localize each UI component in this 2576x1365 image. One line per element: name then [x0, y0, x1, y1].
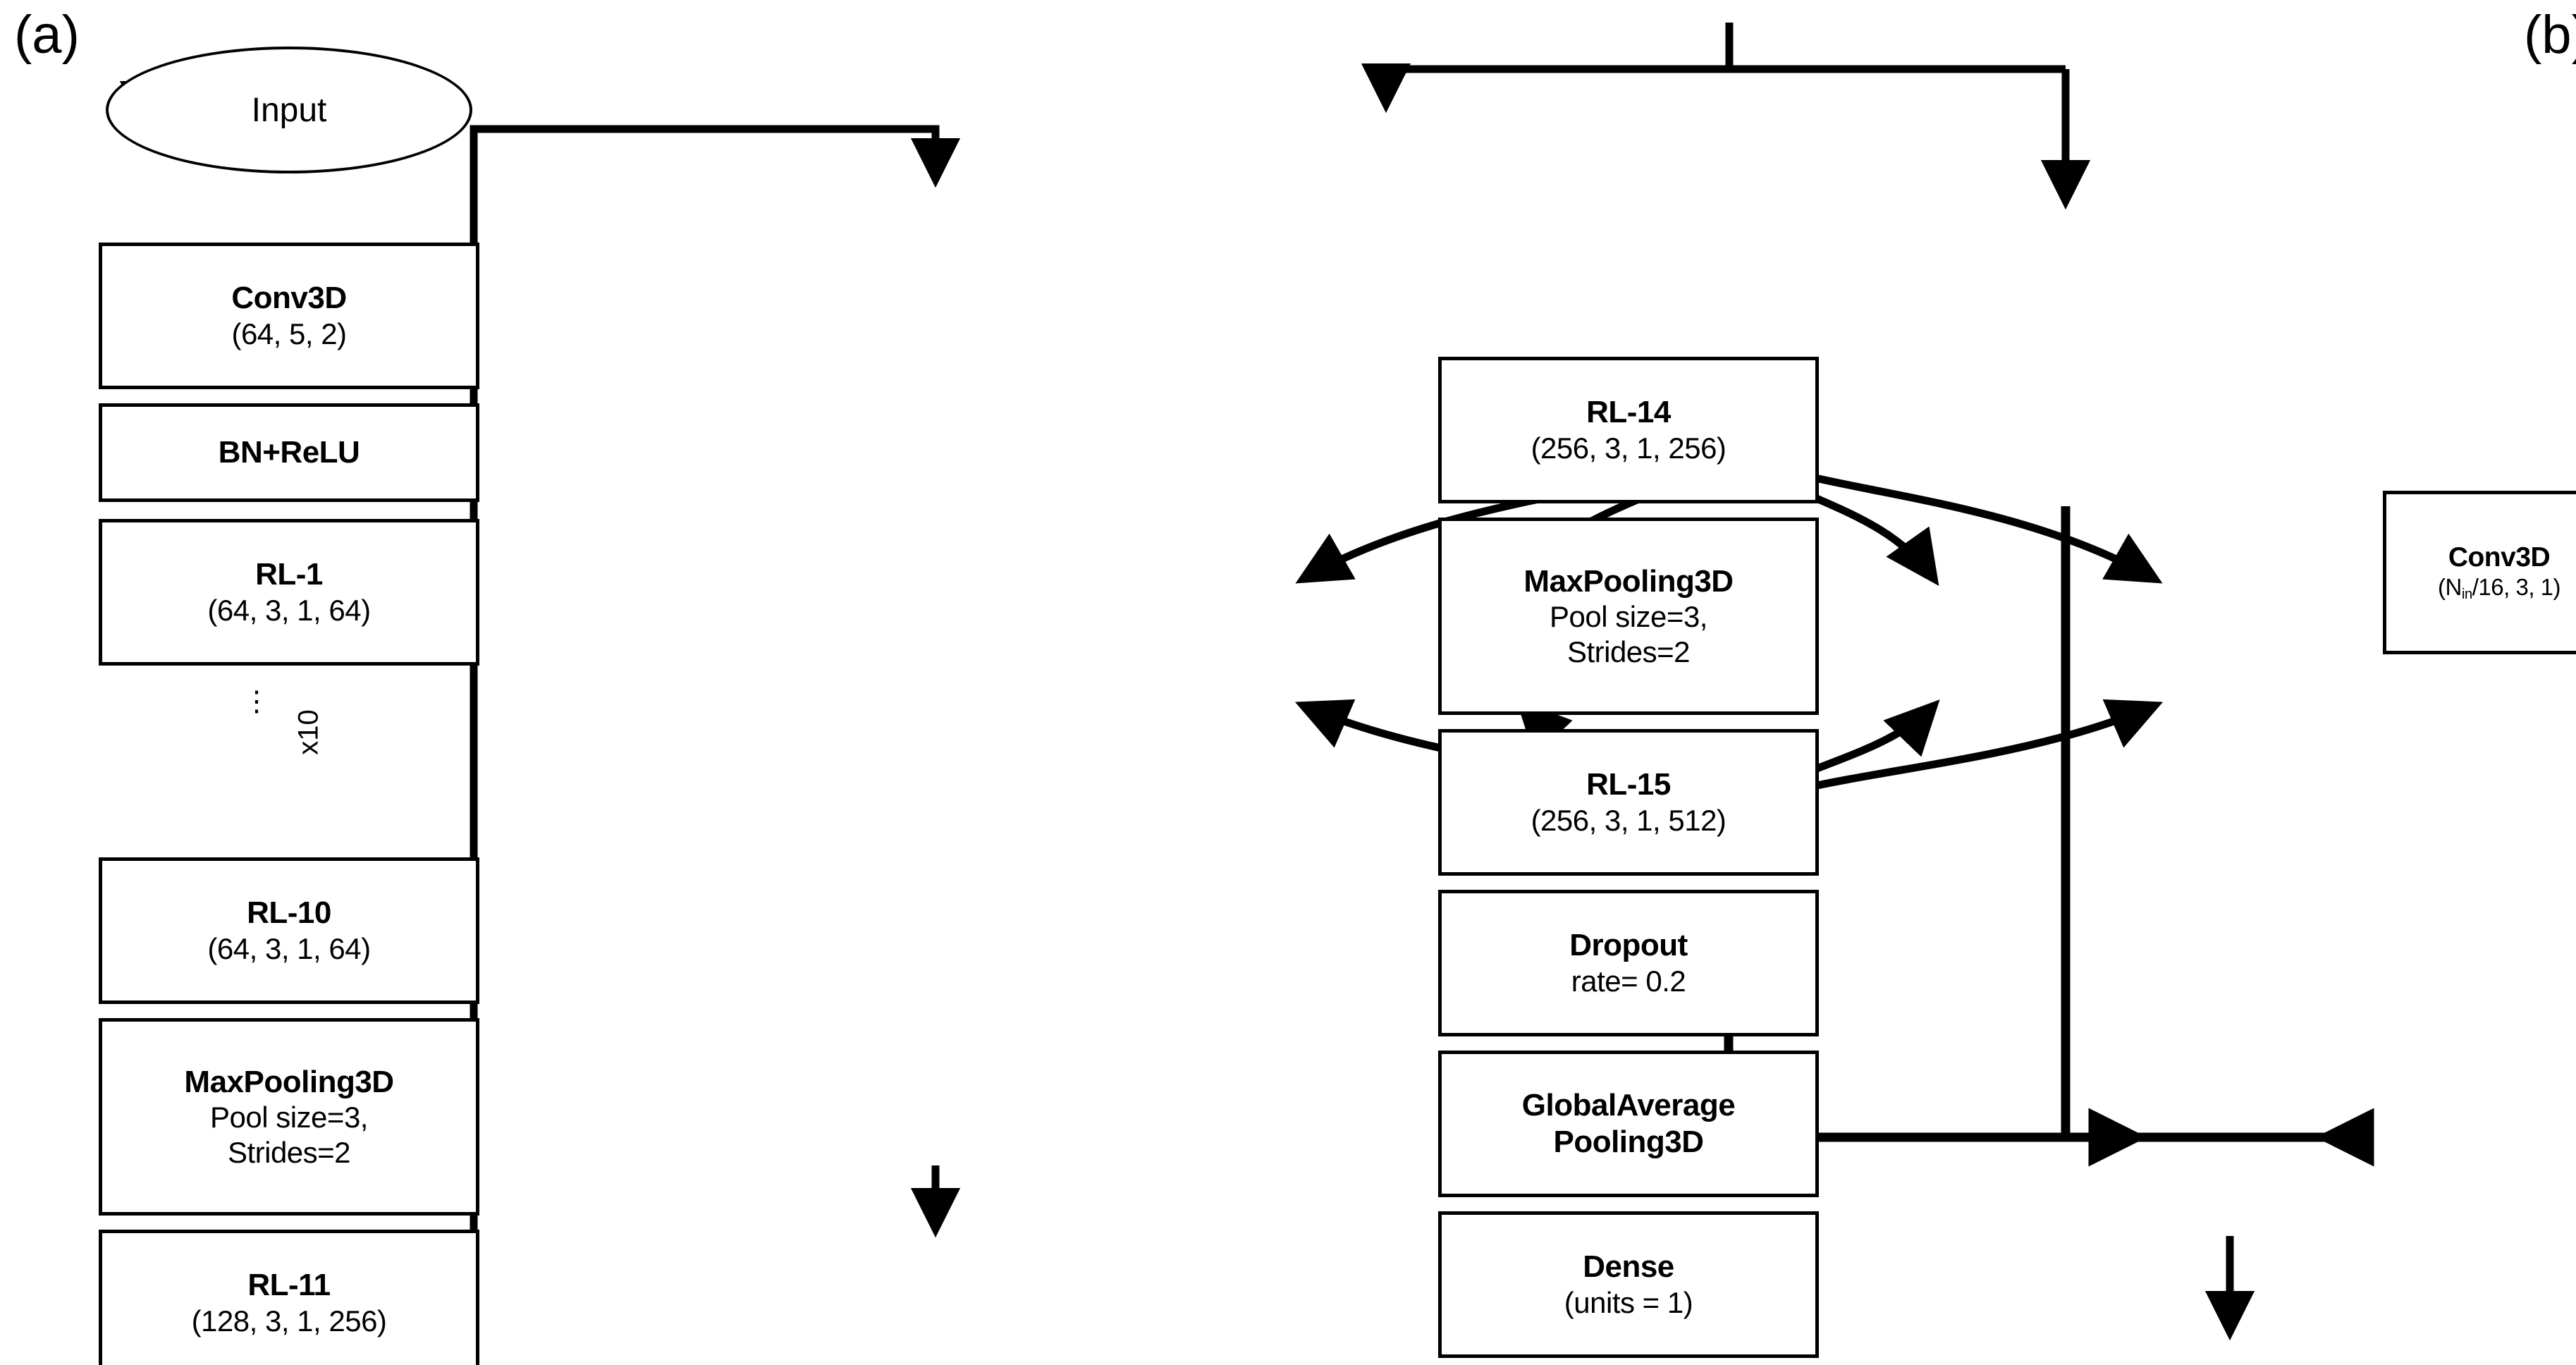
- node-title: MaxPooling3D: [184, 1064, 394, 1099]
- node-rl-11[interactable]: RL-11 (128, 3, 1, 256): [99, 1230, 479, 1365]
- node-rl-14[interactable]: RL-14 (256, 3, 1, 256): [1438, 357, 1819, 503]
- node-title: BN+ReLU: [218, 435, 360, 470]
- node-params: (128, 3, 1, 256): [191, 1304, 387, 1338]
- node-title: RL-14: [1586, 395, 1671, 430]
- node-b-group-conv-1[interactable]: Conv3D (Nin/16, 3, 1): [2383, 491, 2576, 654]
- node-title: MaxPooling3D: [1523, 563, 1734, 599]
- node-rl-15[interactable]: RL-15 (256, 3, 1, 512): [1438, 729, 1819, 876]
- node-title: Dense: [1583, 1249, 1674, 1285]
- node-title: Dropout: [1569, 928, 1688, 963]
- node-maxpooling3d-1[interactable]: MaxPooling3D Pool size=3, Strides=2: [99, 1018, 479, 1216]
- node-title: GlobalAverage: [1521, 1088, 1736, 1123]
- panel-b-label: (b): [2524, 5, 2576, 65]
- node-conv3d[interactable]: Conv3D (64, 5, 2): [99, 243, 479, 389]
- node-globalaveragepooling3d[interactable]: GlobalAverage Pooling3D: [1438, 1051, 1819, 1197]
- node-title: Conv3D: [231, 281, 347, 316]
- node-params: (64, 3, 1, 64): [207, 932, 371, 966]
- node-maxpooling3d-2[interactable]: MaxPooling3D Pool size=3, Strides=2: [1438, 518, 1819, 715]
- input-node: Input: [106, 47, 472, 173]
- repeat-dots: ⋮: [243, 686, 271, 717]
- node-params: (Nin/16, 3, 1): [2438, 574, 2561, 603]
- node-params: (256, 3, 1, 512): [1531, 804, 1726, 838]
- node-dense[interactable]: Dense (units = 1): [1438, 1211, 1819, 1358]
- node-title: RL-11: [247, 1268, 331, 1303]
- node-params-2: Strides=2: [227, 1135, 351, 1169]
- node-rl-10[interactable]: RL-10 (64, 3, 1, 64): [99, 857, 479, 1004]
- node-title: RL-1: [255, 557, 323, 592]
- node-title-2: Pooling3D: [1553, 1125, 1704, 1159]
- node-title: RL-15: [1586, 767, 1671, 802]
- node-params-2: Strides=2: [1566, 635, 1691, 668]
- node-params: (units = 1): [1564, 1286, 1693, 1320]
- node-title: RL-10: [247, 895, 331, 931]
- node-params: Pool size=3,: [210, 1101, 368, 1134]
- node-bn-relu-1[interactable]: BN+ReLU: [99, 403, 479, 502]
- node-params: rate= 0.2: [1571, 965, 1686, 998]
- panel-a-label: (a): [14, 5, 80, 65]
- node-params: (64, 3, 1, 64): [207, 594, 371, 628]
- node-params: (256, 3, 1, 256): [1531, 431, 1726, 465]
- repeat-x10-label: x10: [293, 709, 324, 755]
- node-dropout[interactable]: Dropout rate= 0.2: [1438, 890, 1819, 1036]
- node-rl-1[interactable]: RL-1 (64, 3, 1, 64): [99, 519, 479, 666]
- node-title: Conv3D: [2448, 542, 2551, 573]
- arrow-right-branch-to-add: [2061, 506, 2357, 1142]
- node-params: Pool size=3,: [1550, 600, 1707, 634]
- node-params: (64, 5, 2): [231, 317, 347, 351]
